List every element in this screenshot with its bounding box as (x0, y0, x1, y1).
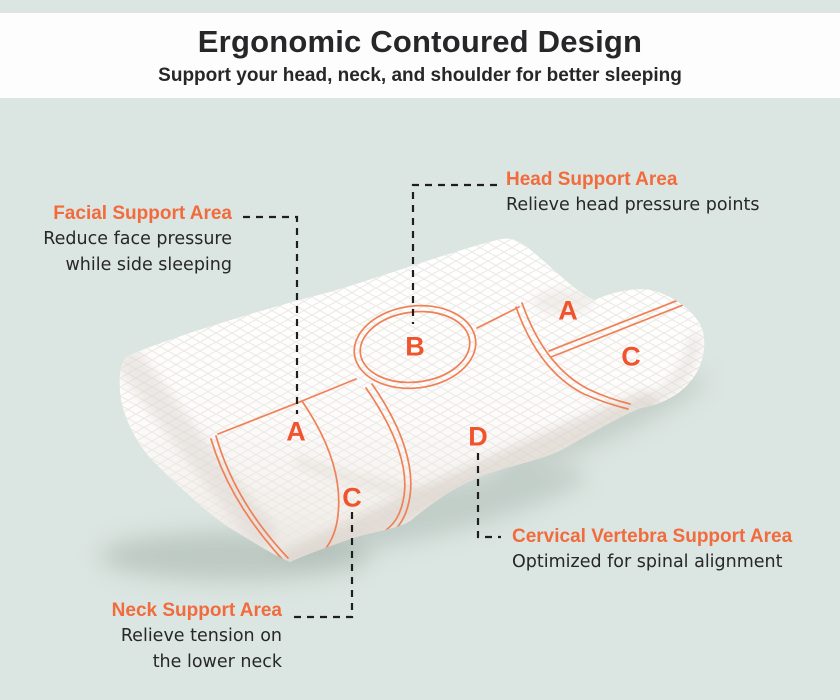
head-support-title: Head Support Area (506, 169, 678, 190)
facial-support-desc-2: while side sleeping (65, 255, 232, 275)
zone-lines (210, 298, 684, 561)
neck-support-desc-1: Relieve tension on (120, 626, 282, 646)
zone-letter-b-center: B (405, 331, 425, 362)
head-support-desc: Relieve head pressure points (506, 195, 760, 215)
cervical-support-title: Cervical Vertebra Support Area (512, 526, 793, 547)
annotation-cervical: Cervical Vertebra Support Area Optimized… (512, 525, 792, 575)
zone-letter-a-right: A (558, 295, 578, 326)
zone-letter-c-right: C (621, 341, 641, 372)
annotation-head: Head Support Area Relieve head pressure … (506, 168, 759, 218)
neck-support-title: Neck Support Area (111, 600, 282, 621)
facial-support-title: Facial Support Area (53, 203, 232, 224)
page-subtitle: Support your head, neck, and shoulder fo… (158, 64, 682, 86)
facial-support-desc-1: Reduce face pressure (43, 229, 232, 249)
pillow-shape (119, 238, 705, 562)
connector-facial (243, 215, 299, 414)
connector-neck (289, 512, 354, 619)
neck-support-desc-2: the lower neck (152, 652, 282, 672)
connector-cervical (476, 453, 501, 539)
annotation-neck: Neck Support Area Relieve tension on the… (112, 599, 282, 675)
zone-letter-c-left: C (342, 482, 362, 513)
connector-head (411, 183, 497, 324)
zone-letter-a-left: A (286, 416, 306, 447)
cervical-support-desc: Optimized for spinal alignment (512, 552, 783, 572)
annotation-facial: Facial Support Area Reduce face pressure… (43, 202, 232, 278)
header-band: Ergonomic Contoured Design Support your … (0, 13, 840, 98)
zone-letter-d-front: D (468, 421, 488, 452)
page-title: Ergonomic Contoured Design (197, 23, 643, 59)
